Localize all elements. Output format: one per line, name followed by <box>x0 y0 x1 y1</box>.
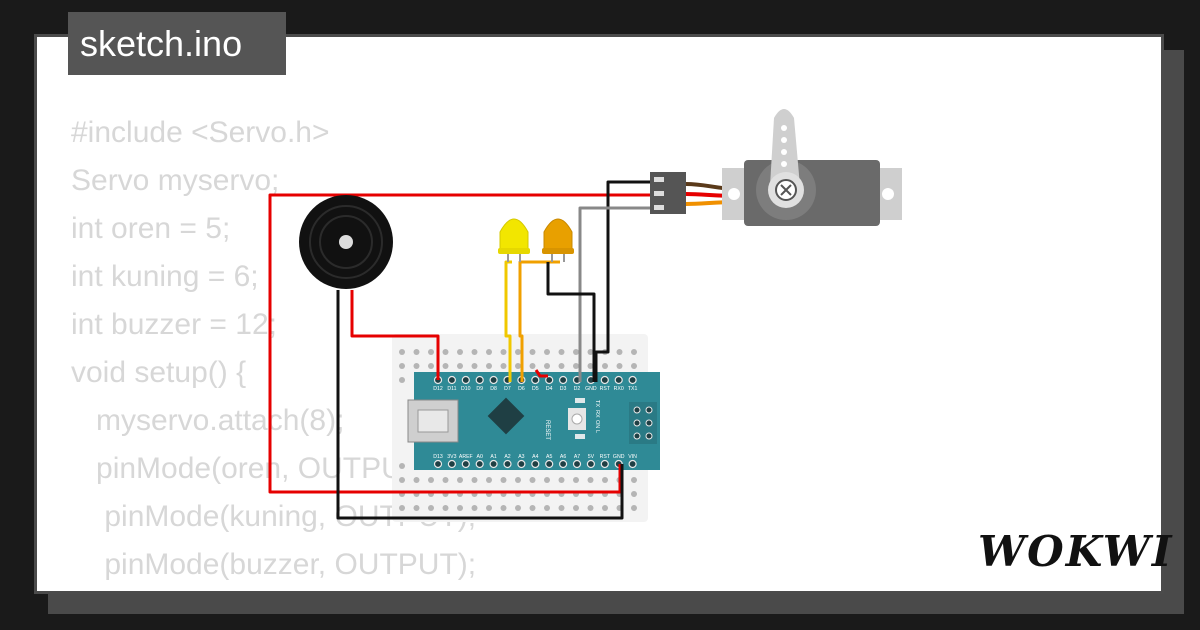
pin-label: 5V <box>588 454 595 460</box>
led-yellow[interactable] <box>498 218 530 262</box>
pin-label: D9 <box>476 386 483 392</box>
code-line: int kuning = 6; <box>71 260 259 293</box>
wire-black-led-gnd <box>546 262 596 382</box>
wire-gray-servo-signal <box>578 206 660 382</box>
pin-label: D2 <box>574 386 581 392</box>
pin-label: A0 <box>477 454 483 460</box>
file-name-tab[interactable]: sketch.ino <box>68 12 286 75</box>
wokwi-logo[interactable]: WOKWI <box>978 527 1174 576</box>
pin-label: D13 <box>433 454 443 460</box>
wire-black-buzzer-gnd <box>336 290 624 520</box>
pin-label: GND <box>585 386 597 392</box>
wire-orange-led <box>518 260 560 382</box>
wire-black-servo-gnd <box>594 180 660 382</box>
pin-label: A1 <box>490 454 496 460</box>
code-line: pinMode(buzzer, OUTPUT); <box>71 548 477 581</box>
board-led-label: L <box>594 430 600 433</box>
code-line: void setup() { <box>71 356 247 389</box>
led-orange[interactable] <box>542 218 574 262</box>
board-led-label: TX <box>594 400 600 407</box>
pin-label: D11 <box>447 386 456 392</box>
pin-label: D12 <box>433 386 443 392</box>
pin-label: RST <box>600 386 611 392</box>
project-card[interactable]: #include <Servo.h> Servo myservo; int oren… <box>34 34 1164 594</box>
pin-label: RST <box>600 454 611 460</box>
wires <box>268 180 660 520</box>
reset-label: RESET <box>544 420 550 440</box>
pin-label: A5 <box>546 454 552 460</box>
mcu-chip <box>487 397 525 435</box>
pin-label: D8 <box>490 386 497 392</box>
pin-label: RX0 <box>614 386 624 392</box>
servo-motor[interactable] <box>722 109 902 226</box>
pin-label: D7 <box>504 386 511 392</box>
pin-label: TX1 <box>628 386 638 392</box>
piezo-buzzer[interactable] <box>299 195 393 289</box>
pin-label: D4 <box>546 386 553 392</box>
board-led-label: ON <box>594 420 600 428</box>
board-led-label: RX <box>594 410 600 418</box>
pin-label: A2 <box>504 454 510 460</box>
pin-label: GND <box>613 454 625 460</box>
pin-label: D3 <box>560 386 567 392</box>
pin-label: D5 <box>532 386 539 392</box>
code-line: int oren = 5; <box>71 212 231 245</box>
pin-label: 3V3 <box>447 454 456 460</box>
code-line: Servo myservo; <box>71 164 280 197</box>
code-line: myservo.attach(8); <box>71 404 345 437</box>
pin-label: A7 <box>574 454 580 460</box>
wire-red-buzzer <box>350 290 440 380</box>
code-line: #include <Servo.h> <box>71 116 330 149</box>
pin-label: D10 <box>461 386 471 392</box>
pin-label: A3 <box>518 454 524 460</box>
wire-red-servo-power <box>268 193 660 494</box>
pin-label: A4 <box>532 454 538 460</box>
pin-label: A6 <box>560 454 566 460</box>
pin-label: VIN <box>628 454 637 460</box>
pin-label: AREF <box>459 454 473 460</box>
pin-label: D6 <box>518 386 525 392</box>
